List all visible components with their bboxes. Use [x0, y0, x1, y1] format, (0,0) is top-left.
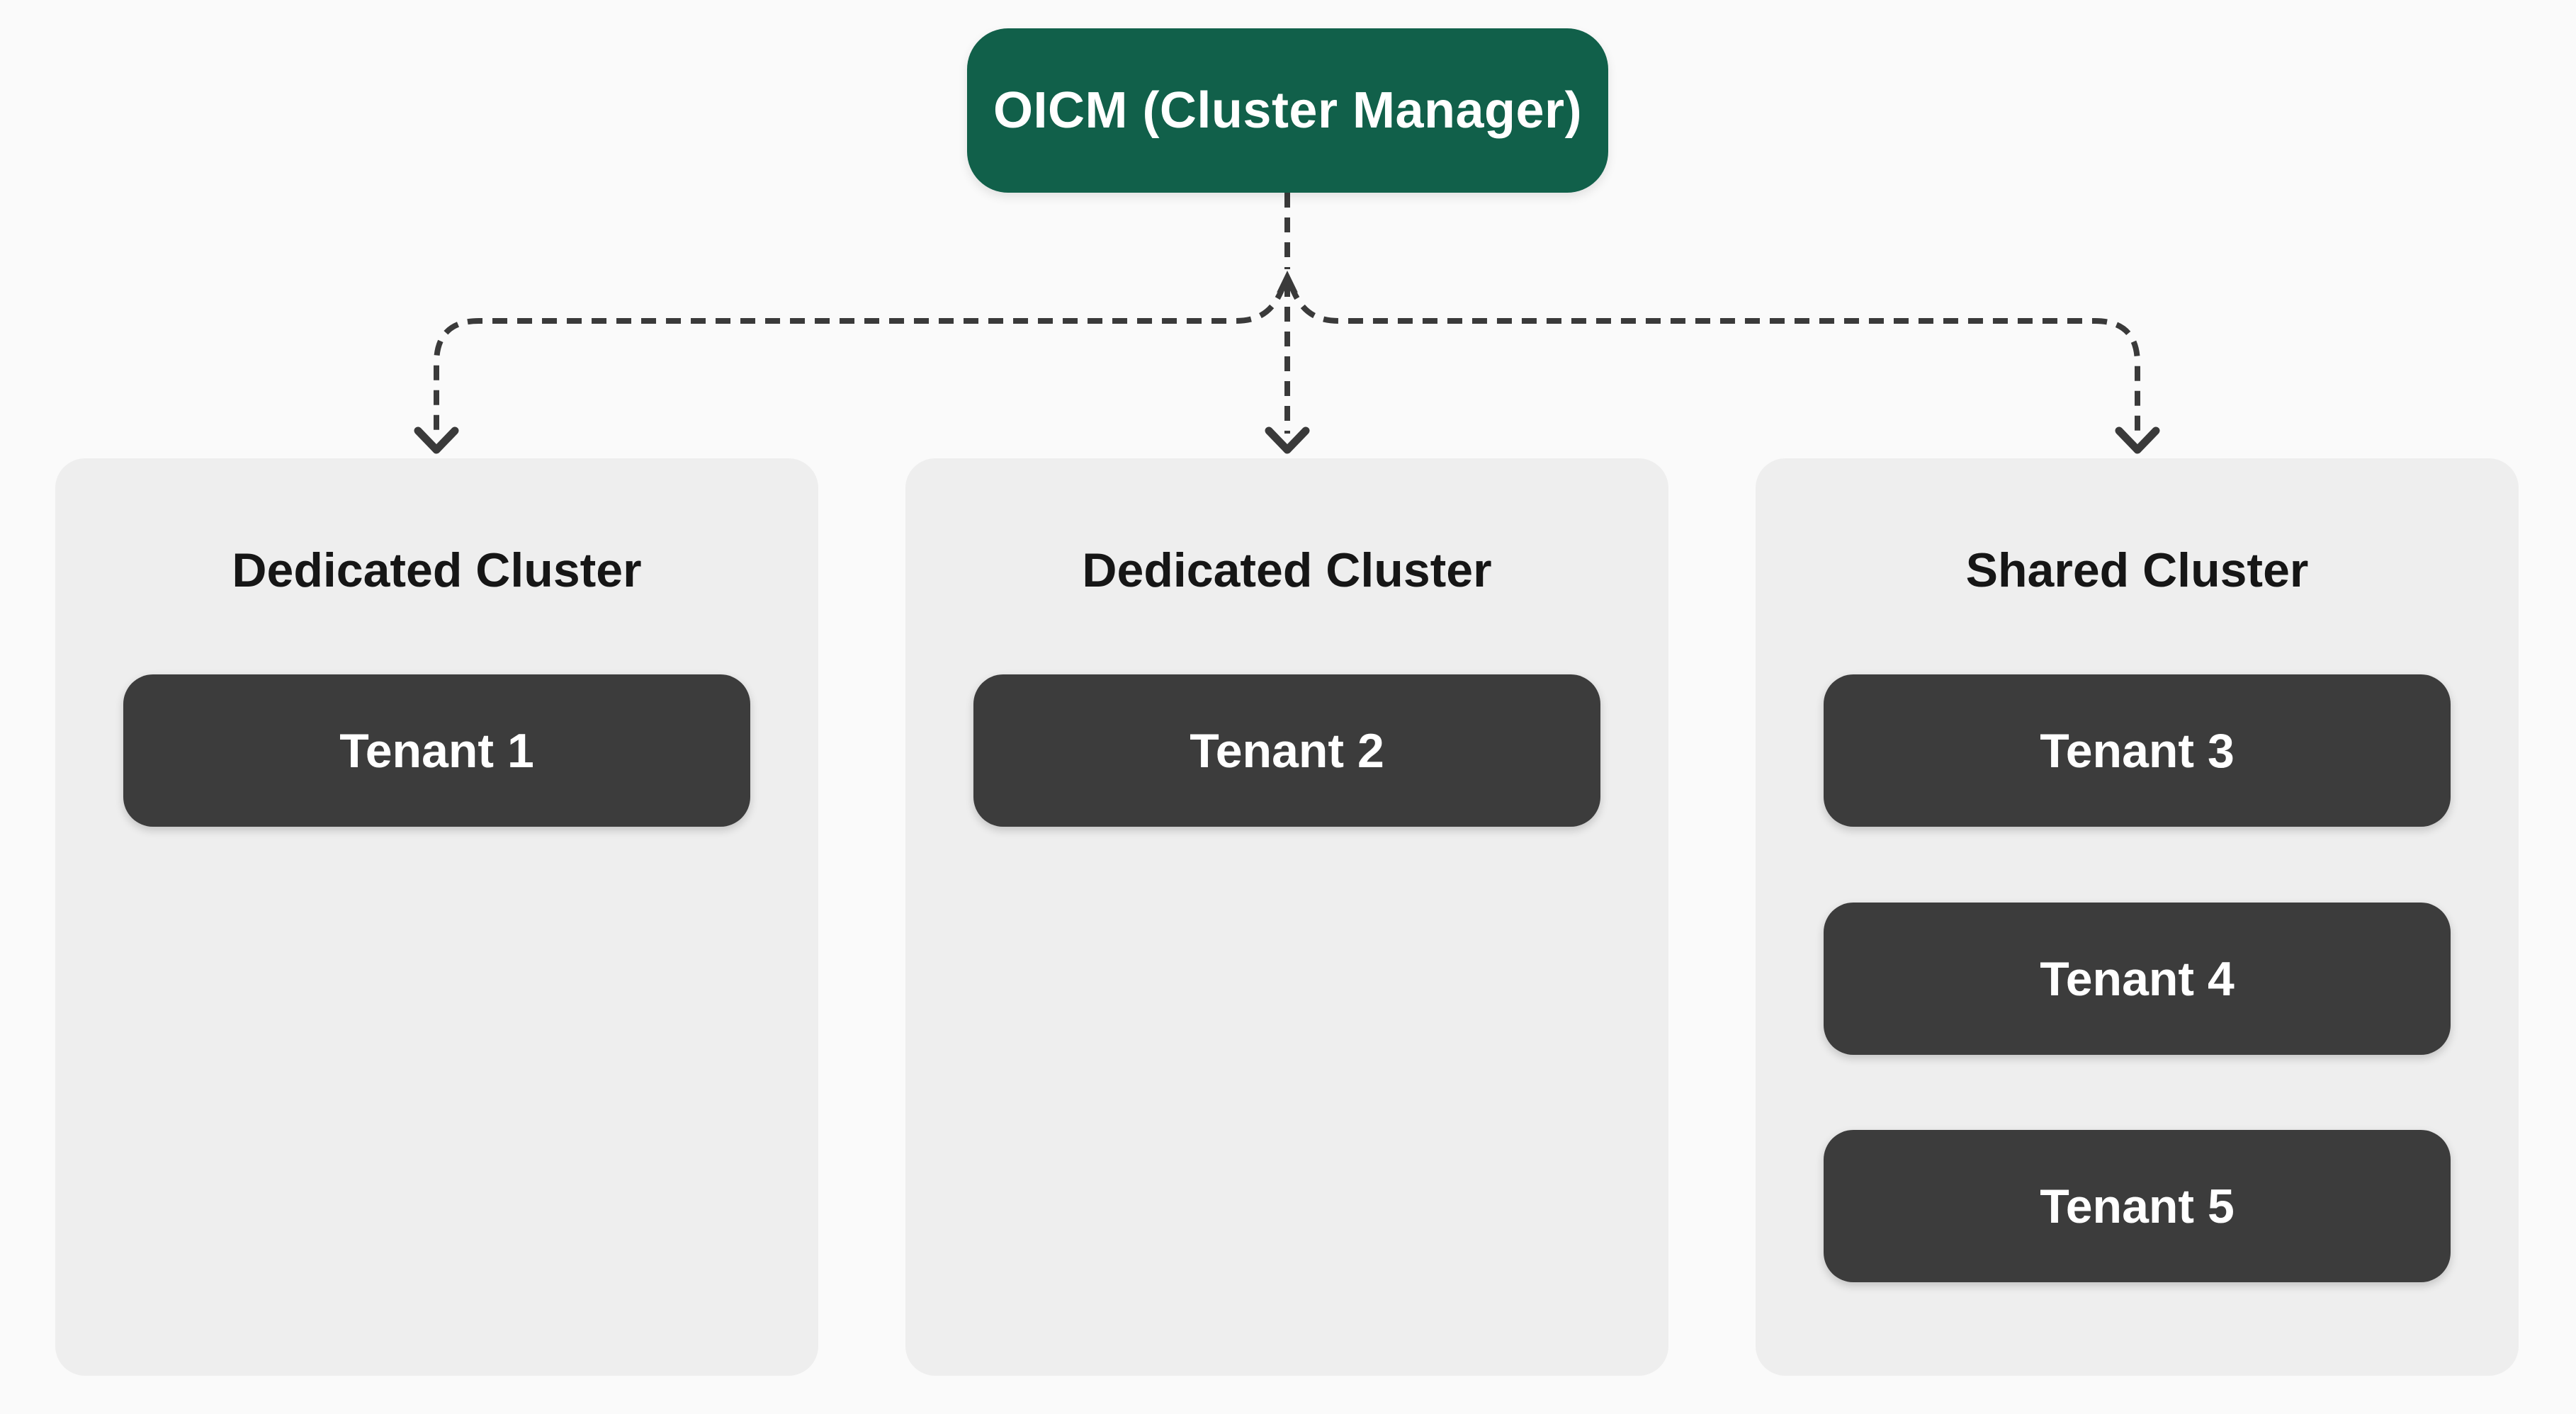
arrowhead-left-icon	[414, 426, 459, 454]
dedicated-cluster-2-container: Dedicated Cluster Tenant 2	[905, 458, 1668, 1376]
shared-cluster-title: Shared Cluster	[1965, 543, 2309, 597]
dedicated-cluster-1-container: Dedicated Cluster Tenant 1	[55, 458, 818, 1376]
tenant-4-node: Tenant 4	[1824, 903, 2451, 1055]
tenant-5-label: Tenant 5	[2040, 1179, 2235, 1233]
fork-up-arrow-icon	[1277, 271, 1298, 293]
tenant-3-node: Tenant 3	[1824, 674, 2451, 827]
tenant-2-node: Tenant 2	[973, 674, 1600, 827]
arrowhead-center-icon	[1265, 426, 1310, 454]
tenant-3-label: Tenant 3	[2040, 723, 2235, 778]
connector-right-branch	[1288, 283, 2140, 434]
tenant-4-label: Tenant 4	[2040, 951, 2235, 1006]
tenant-5-node: Tenant 5	[1824, 1130, 2451, 1282]
oicm-cluster-manager-label: OICM (Cluster Manager)	[993, 82, 1583, 139]
oicm-cluster-manager-node: OICM (Cluster Manager)	[967, 28, 1608, 193]
connector-left-branch	[434, 283, 1287, 434]
arrowhead-right-icon	[2115, 426, 2160, 454]
tenant-2-label: Tenant 2	[1190, 723, 1384, 778]
tenant-1-label: Tenant 1	[339, 723, 534, 778]
dedicated-cluster-2-title: Dedicated Cluster	[1082, 543, 1492, 597]
tenant-1-node: Tenant 1	[123, 674, 750, 827]
shared-cluster-container: Shared Cluster Tenant 3 Tenant 4 Tenant …	[1756, 458, 2519, 1376]
dedicated-cluster-1-title: Dedicated Cluster	[232, 543, 642, 597]
